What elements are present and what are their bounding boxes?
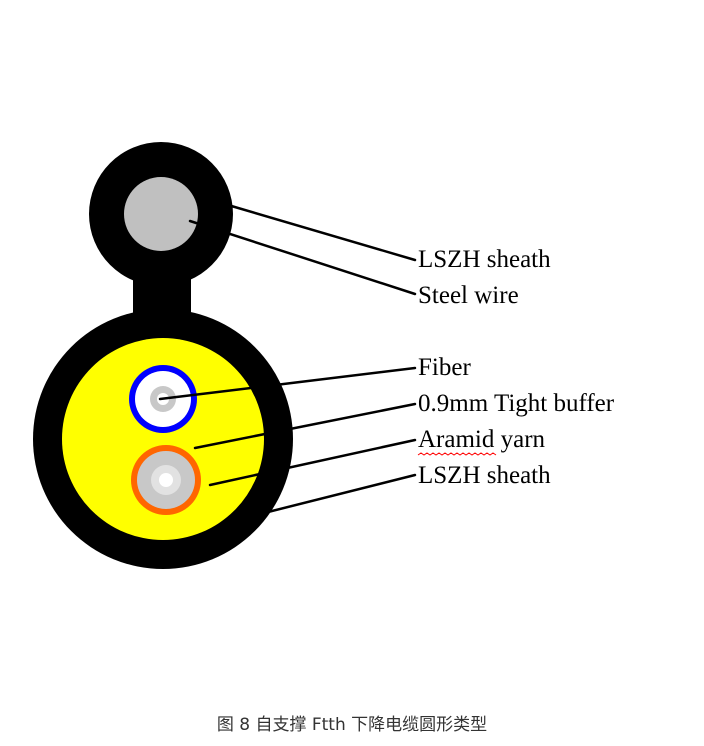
fiber-center-2 [159,473,173,487]
label-outer-sheath: LSZH sheath [418,462,551,489]
leader-tight-buffer [193,402,417,450]
label-steel-wire: Steel wire [418,282,519,309]
label-tight-buffer: 0.9mm Tight buffer [418,390,615,417]
label-fiber: Fiber [418,354,471,381]
leader-messenger-sheath [226,203,417,262]
label-aramid-yarn: Aramid yarn [418,426,546,453]
leader-fiber [158,366,417,401]
cable-body [33,309,293,569]
leader-aramid-yarn [208,438,417,487]
messenger-unit [89,142,233,336]
aramid-yarn-fill [62,338,264,540]
leader-outer-sheath [266,473,417,514]
steel-wire [124,177,198,251]
leader-lines [158,203,417,514]
labels: LSZH sheath Steel wire Fiber 0.9mm Tight… [417,246,615,489]
fiber-unit-2 [131,445,201,515]
leader-steel-wire [188,219,417,296]
figure-caption: 图 8 自支撑 Ftth 下降电缆圆形类型 [216,715,488,735]
label-messenger-sheath: LSZH sheath [418,246,551,273]
spellcheck-underline [417,452,497,456]
